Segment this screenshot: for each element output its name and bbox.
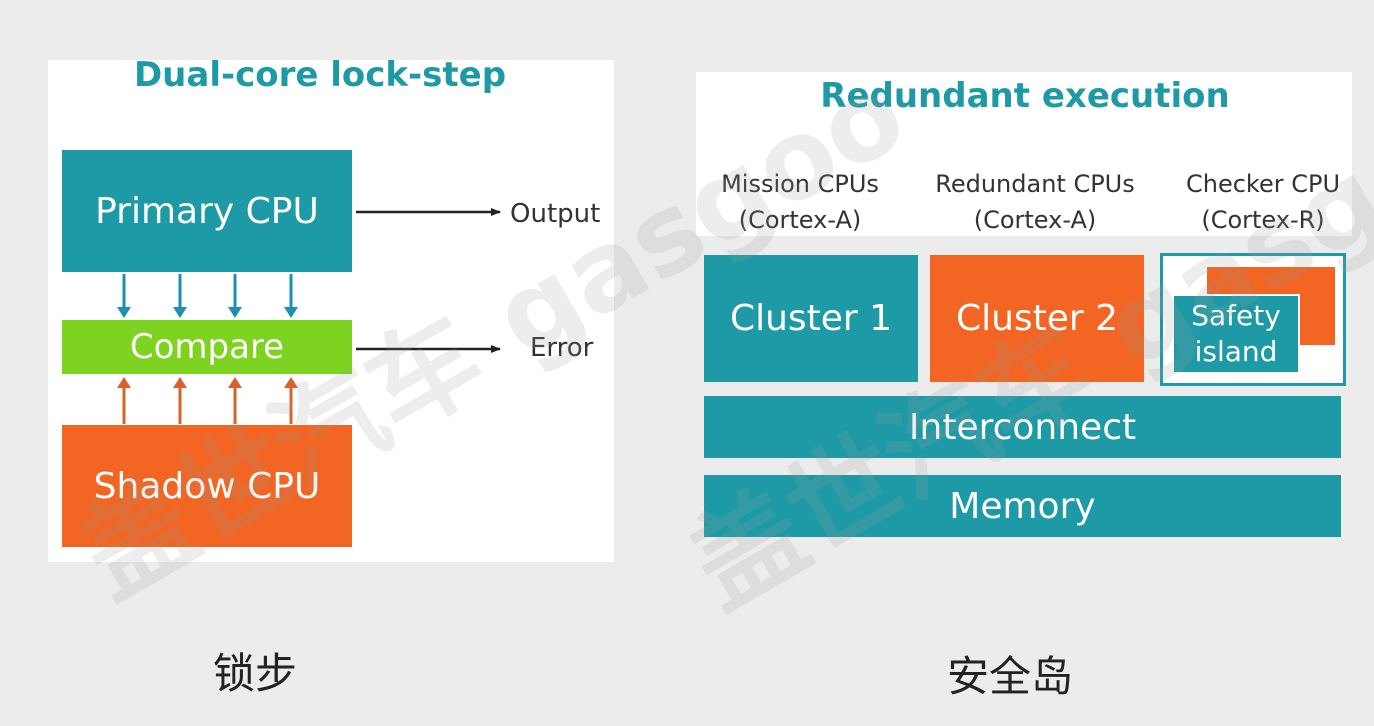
compare-box: Compare [62, 320, 352, 374]
cluster-1-label: Cluster 1 [729, 298, 893, 339]
primary-cpu-label: Primary CPU [95, 190, 319, 232]
output-label: Output [510, 199, 601, 229]
primary-cpu-box: Primary CPU [62, 150, 352, 272]
shadow-cpu-box: Shadow CPU [62, 425, 352, 547]
column-label-checker: Checker CPU (Cortex-R) [1168, 166, 1358, 238]
interconnect-label: Interconnect [908, 406, 1137, 448]
column-label-mission: Mission CPUs (Cortex-A) [700, 166, 900, 238]
interconnect-box: Interconnect [704, 396, 1341, 458]
column-label-redundant-line1: Redundant CPUs [935, 170, 1135, 198]
lockstep-title: Dual-core lock-step [133, 55, 507, 95]
memory-label: Memory [949, 485, 1096, 527]
column-label-redundant-line2: (Cortex-A) [973, 206, 1097, 234]
safety-island-line1: Safety [1191, 299, 1281, 332]
shadow-cpu-label: Shadow CPU [93, 465, 321, 507]
cluster-1-box: Cluster 1 [704, 255, 918, 382]
cluster-2-box: Cluster 2 [930, 255, 1144, 382]
memory-box: Memory [704, 475, 1341, 537]
cluster-2-label: Cluster 2 [955, 298, 1119, 339]
safety-island-box: Safety island [1172, 294, 1300, 374]
compare-label: Compare [129, 327, 285, 367]
column-label-checker-line1: Checker CPU [1185, 170, 1341, 198]
lockstep-caption: 锁步 [212, 649, 297, 698]
column-label-checker-line2: (Cortex-R) [1201, 206, 1325, 234]
safety-island-line2: island [1194, 335, 1278, 368]
column-label-mission-line1: Mission CPUs [721, 170, 879, 198]
redundant-caption: 安全岛 [946, 652, 1073, 701]
redundant-panel [696, 72, 1352, 236]
error-label: Error [530, 333, 594, 363]
redundant-title: Redundant execution [820, 76, 1230, 116]
column-label-mission-line2: (Cortex-A) [738, 206, 862, 234]
column-label-redundant: Redundant CPUs (Cortex-A) [925, 166, 1145, 238]
